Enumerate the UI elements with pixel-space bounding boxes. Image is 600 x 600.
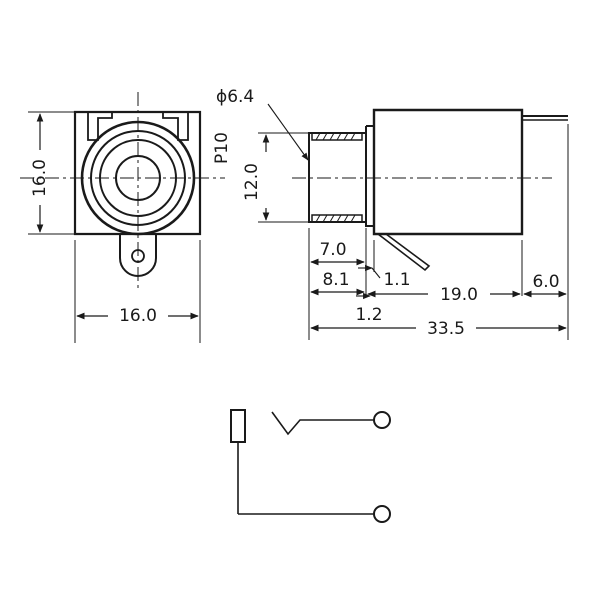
side-thread-hatch <box>315 132 356 223</box>
front-width-label: 16.0 <box>119 306 157 326</box>
side-bushing-bottom-thread <box>311 214 363 222</box>
side-thread-label: P10 <box>212 132 232 164</box>
schematic-tip-spring <box>271 411 374 436</box>
schematic-terminal-top <box>373 411 391 429</box>
front-left-slot <box>87 112 113 141</box>
side-diameter-leader <box>267 103 309 161</box>
side-dim-1-1: 1.1 <box>383 270 410 290</box>
side-bottom-terminal <box>377 233 431 272</box>
side-dim-6-0: 6.0 <box>532 272 559 292</box>
front-right-slot <box>162 112 189 141</box>
side-view: P10 12.0 ϕ6.4 7.0 8.1 1.1 19.0 6.0 <box>212 87 569 340</box>
front-body-outline <box>73 110 202 236</box>
schematic-terminal-bottom <box>373 505 391 523</box>
side-height-label: 12.0 <box>242 163 262 201</box>
side-dim-19-0: 19.0 <box>440 285 478 305</box>
side-diameter-label: ϕ6.4 <box>216 87 254 107</box>
schematic-symbol <box>230 409 391 523</box>
side-dim-7-0: 7.0 <box>319 240 346 260</box>
side-dim-8-1: 8.1 <box>322 270 349 290</box>
front-view: 16.0 16.0 <box>20 92 225 343</box>
side-dim-33-5: 33.5 <box>427 319 465 339</box>
side-dim-1-2: 1.2 <box>355 305 382 325</box>
schematic-plug-contact <box>230 409 246 443</box>
side-bushing <box>308 132 367 223</box>
side-body-outline <box>372 108 524 236</box>
side-dim-leader-1-1 <box>371 267 381 279</box>
front-height-label: 16.0 <box>30 159 50 197</box>
